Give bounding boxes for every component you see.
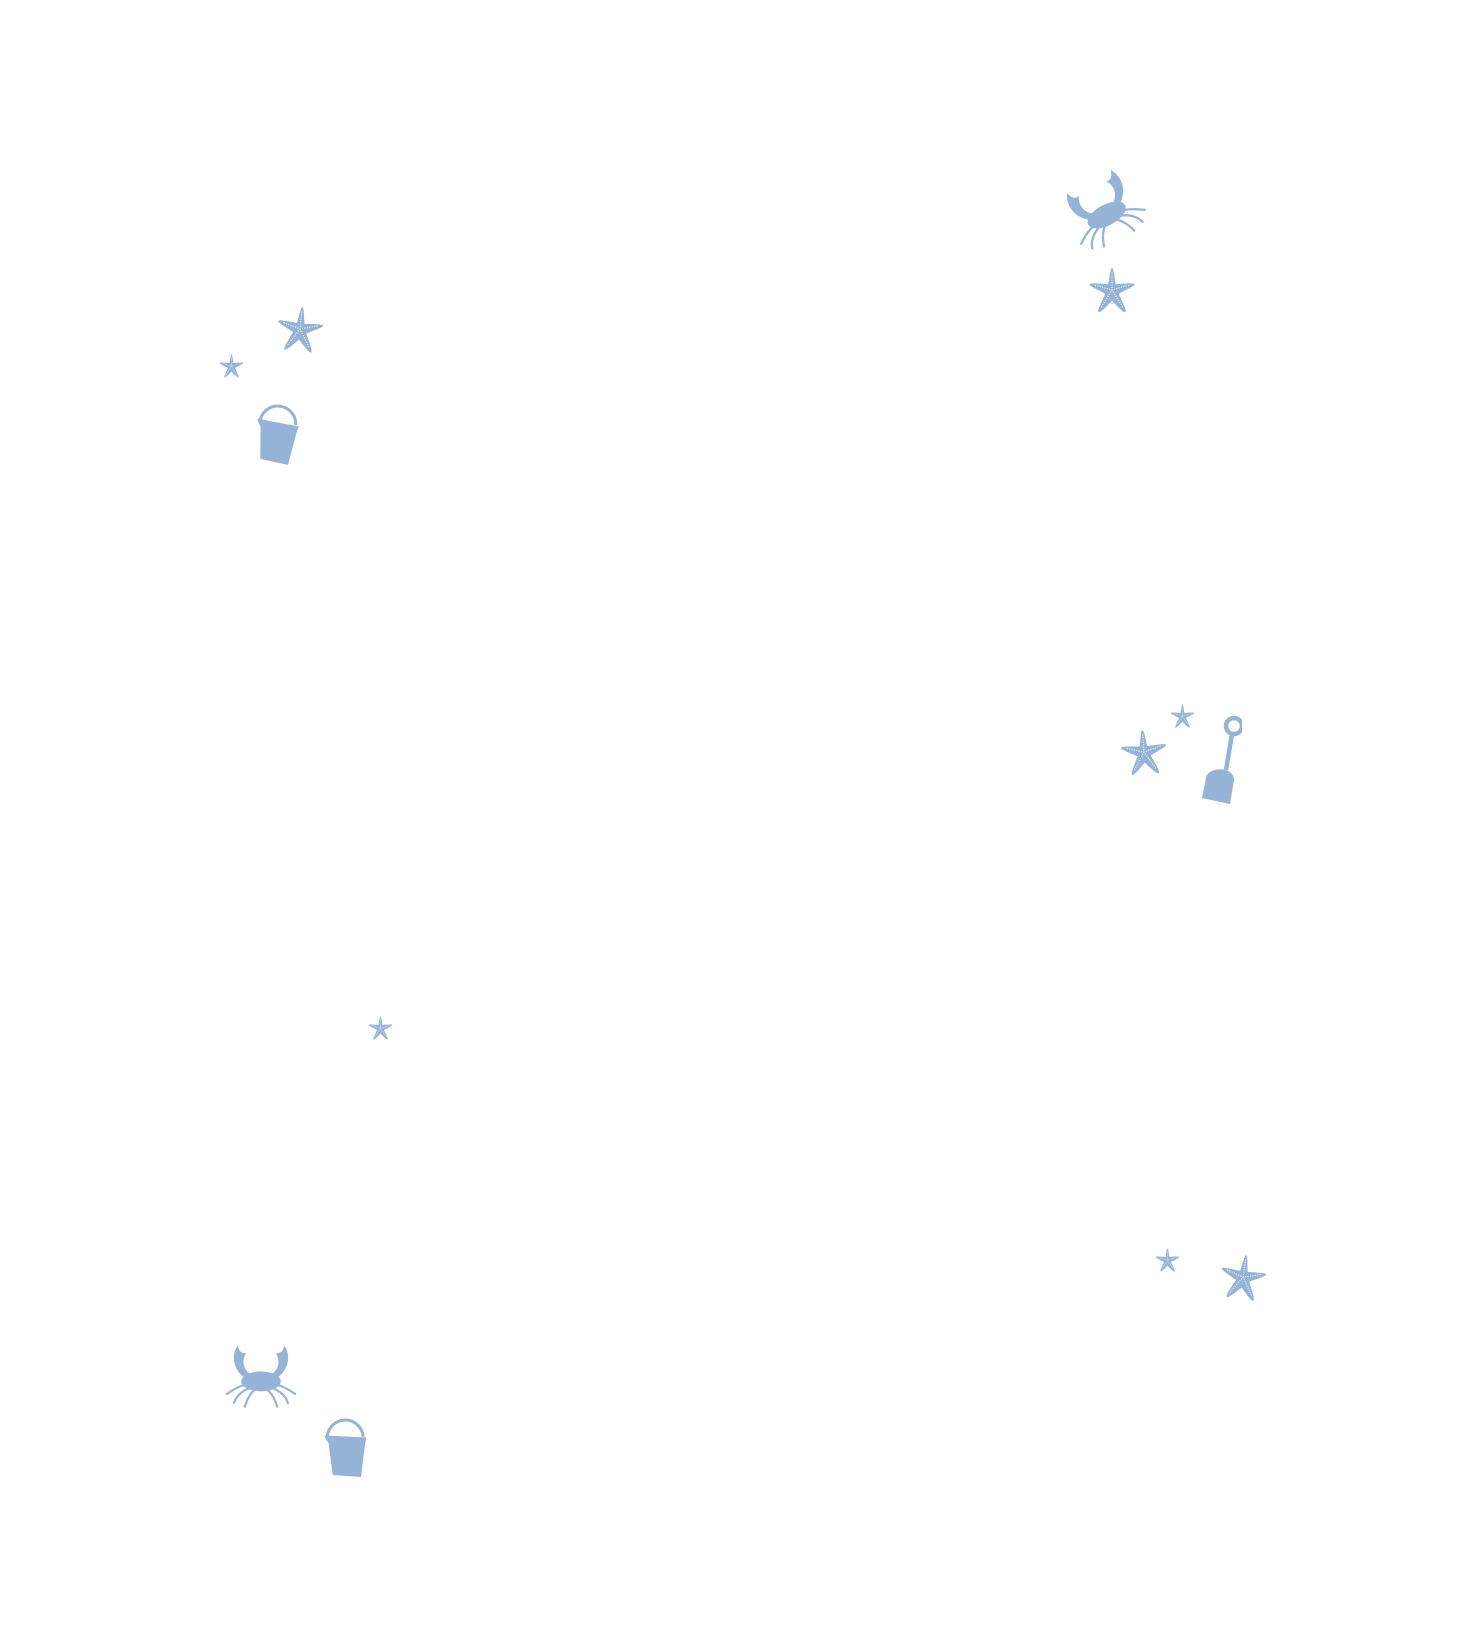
starfish-icon (1155, 1248, 1180, 1273)
starfish-icon (1088, 267, 1136, 315)
crab-icon (1053, 159, 1156, 262)
bucket-icon (321, 1416, 371, 1481)
starfish-icon (368, 1016, 393, 1041)
bucket-icon (252, 402, 302, 467)
shovel-icon (1198, 716, 1242, 810)
starfish-icon (219, 354, 244, 379)
starfish-icon (274, 304, 327, 357)
starfish-icon (1170, 704, 1195, 729)
starfish-icon (1216, 1251, 1270, 1305)
crab-icon (224, 1340, 298, 1412)
starfish-icon (1118, 727, 1169, 778)
